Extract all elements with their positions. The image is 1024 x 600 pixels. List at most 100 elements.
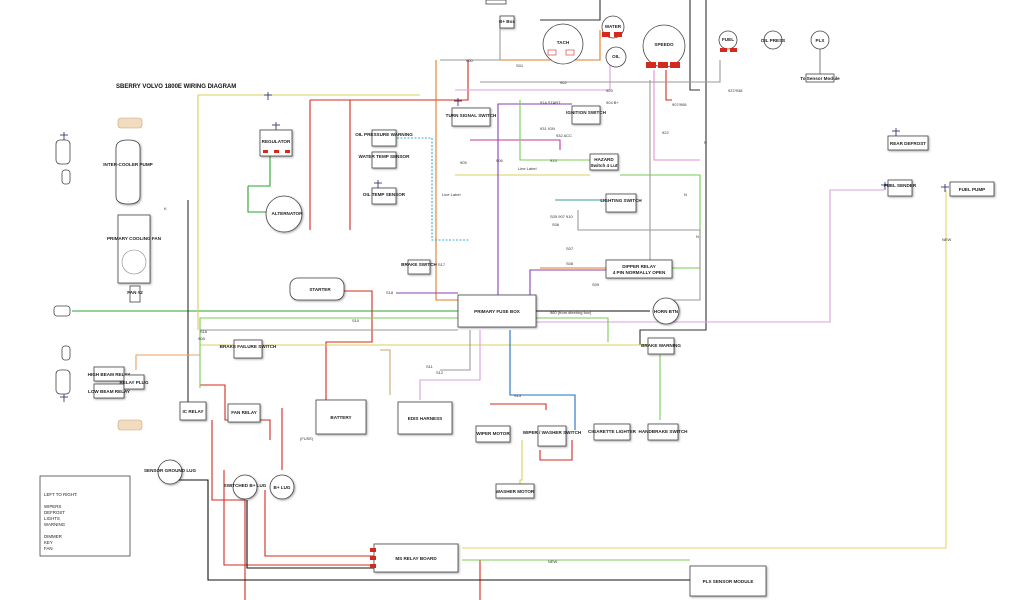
gauge-oil: OIL xyxy=(605,46,627,68)
wire-pink-edis xyxy=(419,330,481,400)
wire-label: 905 xyxy=(460,160,467,165)
wire-label: S01 xyxy=(516,63,524,68)
hazard-label: HAZARD xyxy=(594,157,614,162)
cigarette-lighter: CIGARETTE LIGHTER xyxy=(588,423,637,441)
ic-relay: IC RELAY xyxy=(179,401,207,421)
legend-line-6: WARNING xyxy=(44,522,66,527)
regulator: REGULATOR xyxy=(259,129,293,157)
wire-label: 937/938 xyxy=(728,88,743,93)
brake-switch: BRAKE SWITCH xyxy=(401,259,438,275)
wire-label: 932 ACC xyxy=(556,133,572,138)
wire-red-wiper2 xyxy=(539,440,573,461)
wire-label: 922 xyxy=(662,130,669,135)
washer-motor-label: WASHER MOTOR xyxy=(496,489,535,494)
fan-relay-label: FAN RELAY xyxy=(231,410,257,415)
brake-failure-switch: BRAKE FAILURE SWITCH xyxy=(220,339,277,359)
wire-label: N xyxy=(704,140,707,145)
diagram-title: SBERRY VOLVO 1800E WIRING DIAGRAM xyxy=(116,84,236,90)
b-plus-box: B+ Box xyxy=(485,0,515,29)
ground-icon xyxy=(941,184,949,192)
wire-tan-edis xyxy=(380,349,391,395)
wire-pink-speedo xyxy=(653,70,700,161)
wire-orange-turn xyxy=(435,60,458,301)
wire-lgreen-left xyxy=(199,317,458,388)
wire-label: N xyxy=(684,192,687,197)
wire-lgreen-brake xyxy=(535,317,609,342)
wire-label: 903 xyxy=(606,88,613,93)
beam-relays: HIGH BEAM RELAY LOW BEAM RELAY RELAY PLU… xyxy=(88,366,149,399)
wire-label: S18 xyxy=(386,290,394,295)
wire-gray-3 xyxy=(577,210,701,301)
wire-label: Line Label xyxy=(518,166,537,171)
washer-motor: WASHER MOTOR xyxy=(495,483,535,499)
intercooler-pump: INTER-COOLER PUMP xyxy=(103,139,153,205)
wire-label: 900 xyxy=(466,58,473,63)
fuel-sender-label: FUEL SENDER xyxy=(884,183,917,188)
lighting-switch: LIGHTING SWITCH xyxy=(600,193,642,213)
wire-yellow-washer xyxy=(519,440,523,490)
relay-plug-label: RELAY PLUG xyxy=(119,380,149,385)
legend-line-1: LEFT TO RIGHT: xyxy=(44,492,77,497)
legend-line-5: LIGHTS xyxy=(44,516,60,521)
battery-label: BATTERY xyxy=(330,415,351,420)
oil-temp-sensor-label: OIL TEMP SENSOR xyxy=(363,192,406,197)
wire-blue-wiper xyxy=(509,330,576,430)
legend-line-8: DIMMER xyxy=(44,534,62,539)
legend-line-9: KEY xyxy=(44,540,53,545)
wire-label: S08 xyxy=(566,261,574,266)
wire-label: 904 B+ xyxy=(606,100,619,105)
cigarette-lighter-label: CIGARETTE LIGHTER xyxy=(588,429,637,434)
gauge-tach: TACH xyxy=(542,23,584,65)
brake-failure-switch-label: BRAKE FAILURE SWITCH xyxy=(220,344,277,349)
wire-label: 907/908 xyxy=(672,102,687,107)
lighting-switch-label: LIGHTING SWITCH xyxy=(600,198,642,203)
wire-black-top2 xyxy=(689,0,700,91)
turn-signal-switch-label: TURN SIGNAL SWITCH xyxy=(446,113,497,118)
wire-red-starter xyxy=(325,290,373,400)
ground-icon xyxy=(454,98,462,106)
oil-temp-sensor: OIL TEMP SENSOR xyxy=(363,187,406,205)
horn-btn-label: HORN BTN xyxy=(654,309,679,314)
wire-green-alt xyxy=(247,186,268,213)
wire-lgreen-dipper xyxy=(620,174,701,269)
battery: BATTERY xyxy=(315,399,367,435)
ground-icon xyxy=(881,182,889,190)
wire-tan-left xyxy=(135,354,200,370)
wire-label: S09 xyxy=(592,282,600,287)
wire-label: 913 xyxy=(550,158,557,163)
wire-cyan-oil xyxy=(390,137,470,241)
wire-red-top xyxy=(310,60,469,101)
wire-label: 914 START xyxy=(540,100,561,105)
wire-yellow-fuel xyxy=(462,190,947,549)
wire-red-ms2 xyxy=(223,470,374,566)
turn-signal-switch: TURN SIGNAL SWITCH xyxy=(446,107,497,127)
fuel-pump: FUEL PUMP xyxy=(949,181,995,197)
brake-warning: BRAKE WARNING xyxy=(641,337,681,355)
starter-label: STARTER xyxy=(309,287,331,292)
to-sensor-module-label: To Sensor Module xyxy=(800,76,840,81)
primary-fuse-box-label: PRIMARY FUSE BOX xyxy=(474,309,521,314)
edis-harness-label: EDIS HARNESS xyxy=(408,416,442,421)
hazard-sublabel: Switch 4 Lut xyxy=(590,163,618,168)
ic-relay-label: IC RELAY xyxy=(182,409,203,414)
wire-label: S16 xyxy=(200,329,208,334)
low-beam-relay-label: LOW BEAM RELAY xyxy=(88,389,130,394)
wire-pink-fuel xyxy=(535,189,884,323)
legend-line-4: DEFROST xyxy=(44,510,65,515)
fuel-pump-label: FUEL PUMP xyxy=(959,187,985,192)
wire-label: 960 (from steering box) xyxy=(550,310,592,315)
ms-relay-board: MS RELAY BOARD xyxy=(370,543,459,573)
wire-red-left-down xyxy=(211,420,246,600)
wire-label: 902 xyxy=(560,80,567,85)
ignition-switch: IGNITION SWITCH xyxy=(566,105,607,125)
b-lug: B+ LUG xyxy=(269,474,295,500)
wire-label: K xyxy=(164,206,167,211)
ground-icon xyxy=(892,128,900,136)
wire-label: S12 xyxy=(436,370,444,375)
oil-pressure-warning-label: OIL PRESSURE WARNING xyxy=(355,132,413,137)
dipper-relay: DIPPER RELAY 4 PIN NORMALLY OPEN xyxy=(605,259,673,279)
wiper-motor: WIPER MOTOR xyxy=(475,425,511,443)
wire-black-right xyxy=(639,0,707,345)
tach-label: TACH xyxy=(557,40,570,45)
